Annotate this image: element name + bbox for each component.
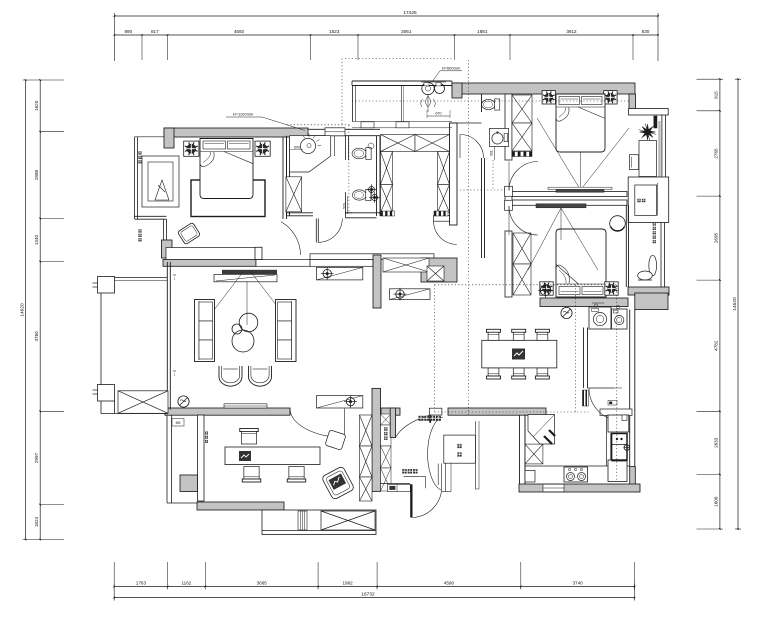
svg-text:915: 915 — [714, 91, 719, 99]
svg-text:3740: 3740 — [572, 580, 583, 585]
svg-text:601: 601 — [490, 150, 494, 156]
svg-text:H=1100mm: H=1100mm — [233, 112, 254, 117]
svg-text:M5: M5 — [176, 421, 181, 425]
svg-text:2: 2 — [174, 373, 176, 377]
svg-text:830: 830 — [642, 29, 650, 34]
svg-text:1824: 1824 — [34, 516, 39, 527]
svg-text:3912: 3912 — [566, 29, 577, 34]
svg-text:4592: 4592 — [234, 29, 245, 34]
svg-text:1881: 1881 — [477, 29, 488, 34]
svg-text:H=600mm: H=600mm — [442, 66, 461, 71]
svg-text:600: 600 — [294, 146, 300, 150]
svg-text:2888: 2888 — [34, 169, 39, 180]
svg-text:529: 529 — [343, 203, 347, 209]
svg-text:1620: 1620 — [34, 100, 39, 111]
svg-text:2633: 2633 — [714, 437, 719, 448]
svg-text:1608: 1608 — [714, 496, 719, 507]
svg-text:17425: 17425 — [403, 10, 417, 16]
svg-text:1340: 1340 — [34, 234, 39, 245]
svg-text:14620: 14620 — [19, 303, 25, 317]
svg-text:14620: 14620 — [732, 297, 738, 311]
svg-text:M: M — [173, 369, 176, 373]
svg-text:890: 890 — [124, 29, 132, 34]
svg-text:2: 2 — [174, 277, 176, 281]
svg-text:4590: 4590 — [444, 580, 455, 585]
svg-text:4760: 4760 — [34, 331, 39, 342]
svg-text:3665: 3665 — [257, 580, 268, 585]
svg-text:3061: 3061 — [401, 29, 412, 34]
svg-text:1162: 1162 — [181, 580, 191, 585]
svg-text:M: M — [173, 273, 176, 277]
svg-text:2997: 2997 — [34, 452, 39, 463]
svg-text:16732: 16732 — [361, 592, 375, 598]
svg-text:2695: 2695 — [714, 232, 719, 243]
svg-text:1523: 1523 — [329, 29, 340, 34]
svg-text:670: 670 — [436, 112, 442, 116]
svg-text:4782: 4782 — [714, 340, 719, 351]
svg-text:817: 817 — [151, 29, 159, 34]
svg-text:2765: 2765 — [714, 148, 719, 159]
svg-text:1982: 1982 — [342, 580, 353, 585]
svg-text:1763: 1763 — [136, 580, 147, 585]
